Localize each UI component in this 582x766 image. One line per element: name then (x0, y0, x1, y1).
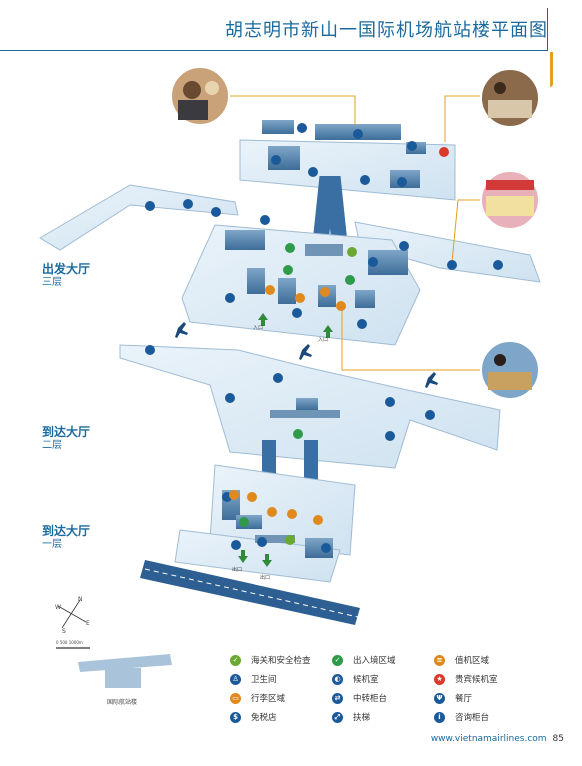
exit-label: 出口 (260, 575, 271, 581)
legend-item: ★ 贵宾候机室 (434, 673, 498, 685)
photo-lounge (480, 68, 540, 128)
photo-confectionery (480, 170, 540, 230)
escalator-icon: ⤢ (332, 711, 343, 723)
scale-bar: 0 500 1000m (56, 640, 83, 645)
legend-item: ✓ 出入境区域 (332, 654, 396, 666)
accent-tab (550, 52, 553, 87)
entrance-label: 入口 (253, 325, 264, 331)
legend-item: ⇄ 中转柜台 (332, 692, 387, 704)
compass-south: S (62, 628, 66, 635)
level-label-arrival-2: 到达大厅 二层 (42, 425, 91, 451)
baggage-icon: ▭ (230, 692, 241, 704)
footer-url[interactable]: www.vietnamairlines.com (430, 734, 547, 744)
page-title: 胡志明市新山一国际机场航站楼平面图 (225, 20, 548, 41)
legend: ✓ 海关和安全检查 ✓ 出入境区域 ≡ 值机区域 ♙ 卫生间 ◐ 候机室 ★ 贵… (230, 654, 530, 734)
waiting-room-icon: ◐ (332, 673, 343, 685)
airplane-icon (175, 322, 438, 388)
legend-item: ◐ 候机室 (332, 673, 379, 685)
legend-item: $ 免税店 (230, 711, 277, 723)
checkin-icon: ≡ (434, 654, 445, 666)
legend-item: Ψ 餐厅 (434, 692, 472, 704)
vip-lounge-icon: ★ (434, 673, 445, 685)
entrance-label: 入口 (318, 337, 329, 343)
exit-label: 出口 (232, 567, 243, 573)
legend-item: i 咨询柜台 (434, 711, 489, 723)
overview-map (78, 654, 172, 688)
arrival-level-1 (140, 464, 360, 625)
escalator (312, 176, 336, 244)
legend-item: ≡ 值机区域 (434, 654, 489, 666)
level-label-departure: 出发大厅 三层 (42, 262, 91, 288)
gate-block (262, 120, 294, 134)
compass-north: N (78, 596, 83, 603)
restroom-icon: ♙ (230, 673, 241, 685)
information-icon: i (434, 711, 445, 723)
arrival-level-2 (119, 344, 501, 495)
photo-checkin (480, 340, 540, 400)
restaurant-icon: Ψ (434, 692, 445, 704)
callout-lines (205, 95, 480, 371)
legend-item: ⤢ 扶梯 (332, 711, 370, 723)
map-marker-icons (145, 123, 503, 553)
header-rule (0, 50, 548, 51)
immigration-icon: ✓ (332, 654, 343, 666)
photo-shop (170, 66, 230, 126)
transfer-counter-icon: ⇄ (332, 692, 343, 704)
legend-item: ✓ 海关和安全检查 (230, 654, 311, 666)
page-number: 85 (552, 734, 564, 744)
direction-arrows (238, 313, 333, 567)
level-label-arrival-1: 到达大厅 一层 (42, 524, 91, 550)
customs-icon: ✓ (230, 654, 241, 666)
legend-item: ♙ 卫生间 (230, 673, 277, 685)
compass-east: E (86, 620, 90, 627)
legend-item: ▭ 行李区域 (230, 692, 285, 704)
footer: www.vietnamairlines.com 85 (431, 734, 564, 744)
departure-level (39, 120, 541, 346)
header-vertical-rule (547, 8, 548, 51)
overview-label: 国际航站楼 (107, 699, 138, 706)
duty-free-icon: $ (230, 711, 241, 723)
compass (56, 599, 90, 649)
compass-west: W (55, 604, 61, 611)
